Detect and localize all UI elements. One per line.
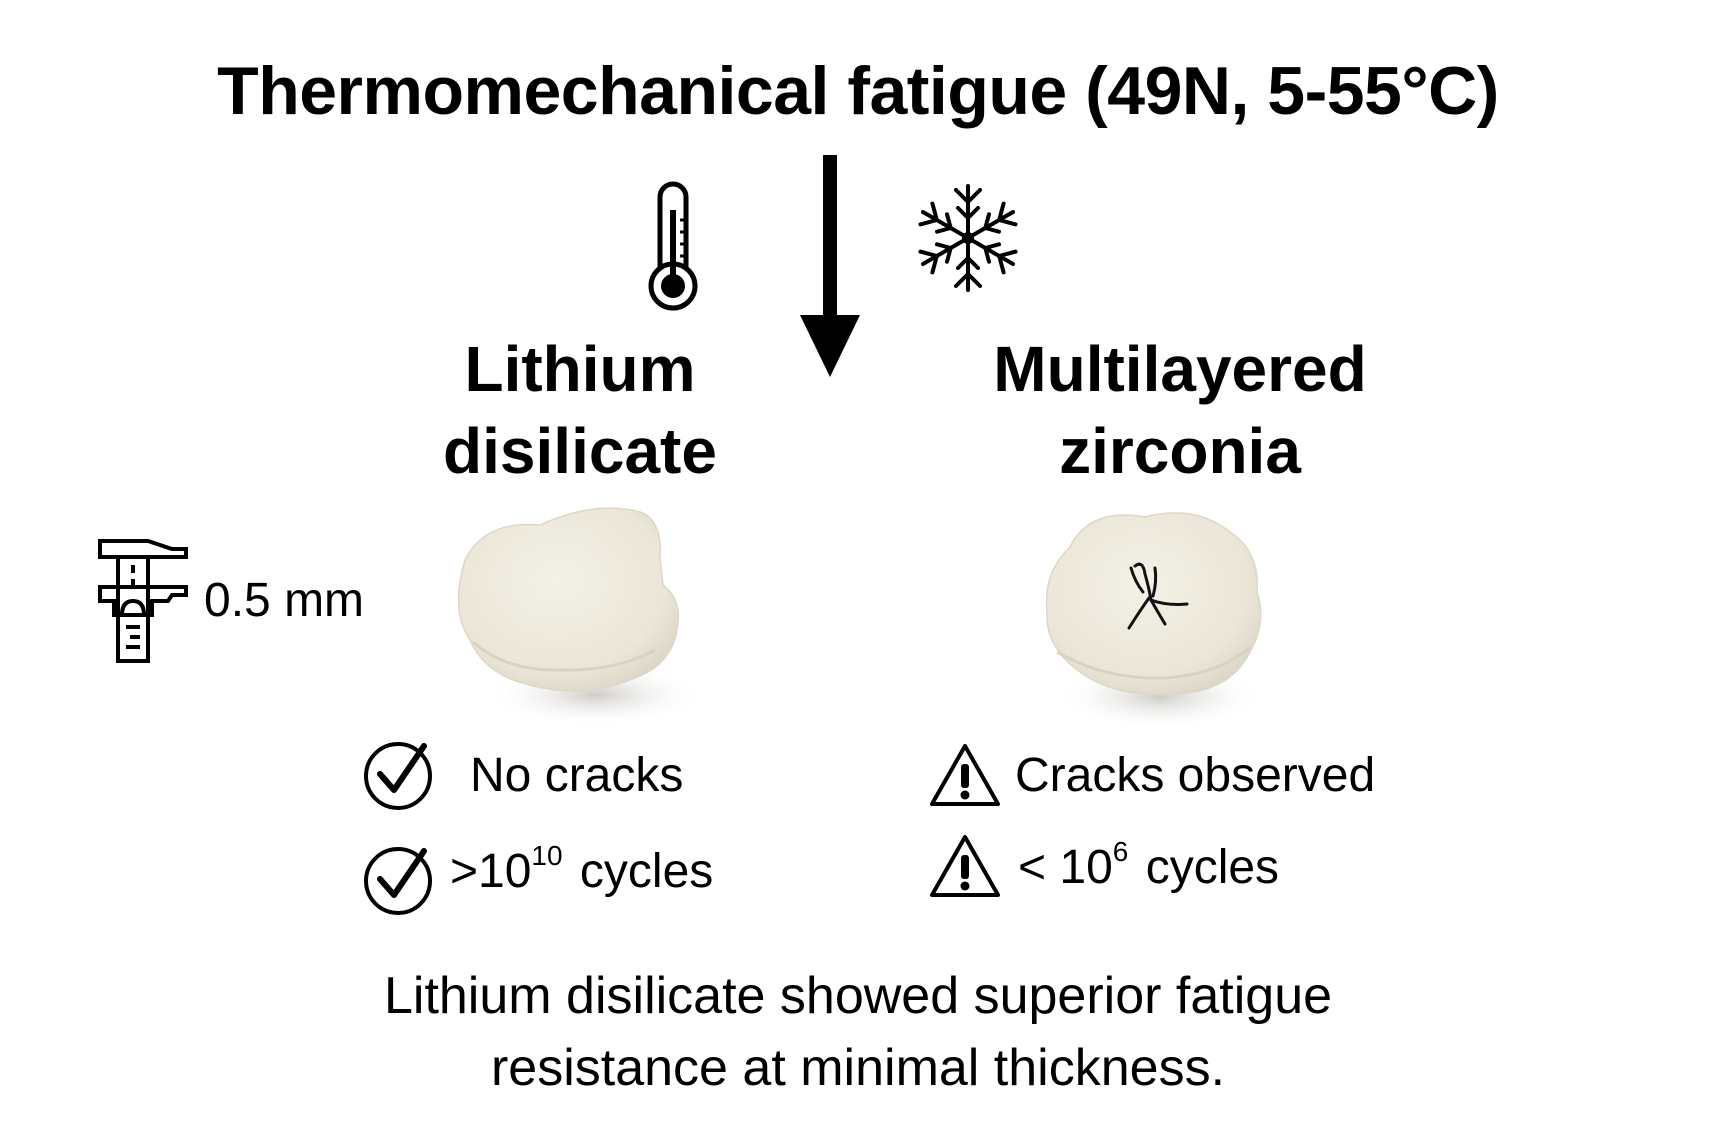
result-cycles-lithium-disilicate: >1010 cycles xyxy=(450,840,714,899)
result-no-cracks: No cracks xyxy=(470,749,684,802)
result-cycles-multilayered-zirconia: < 106 cycles xyxy=(1018,836,1280,895)
caliper-icon xyxy=(98,539,188,663)
warning-triangle-icon xyxy=(930,835,1000,897)
thickness-label: 0.5 mm xyxy=(204,574,365,627)
thermometer-icon xyxy=(648,181,698,311)
conclusion-text: Lithium disilicate showed superior fatig… xyxy=(0,960,1716,1104)
result-cracks-observed: Cracks observed xyxy=(1015,749,1376,802)
crack-mark xyxy=(1127,562,1189,630)
material-title-multilayered-zirconia: Multilayered zirconia xyxy=(993,333,1367,487)
material-title-lithium-disilicate: Lithium disilicate xyxy=(443,333,717,487)
conclusion-line-2: resistance at minimal thickness. xyxy=(490,1039,1226,1097)
check-circle-icon xyxy=(364,742,432,810)
lithium-disilicate-specimen xyxy=(457,507,705,727)
snowflake-icon xyxy=(914,184,1022,292)
multilayered-zirconia-specimen xyxy=(1045,512,1265,729)
conclusion-line-1: Lithium disilicate showed superior fatig… xyxy=(383,967,1333,1025)
figure-title: Thermomechanical fatigue (49N, 5-55°C) xyxy=(217,53,1499,129)
down-arrow-icon xyxy=(800,155,860,377)
warning-triangle-icon xyxy=(930,744,1000,806)
check-circle-icon xyxy=(364,847,432,915)
